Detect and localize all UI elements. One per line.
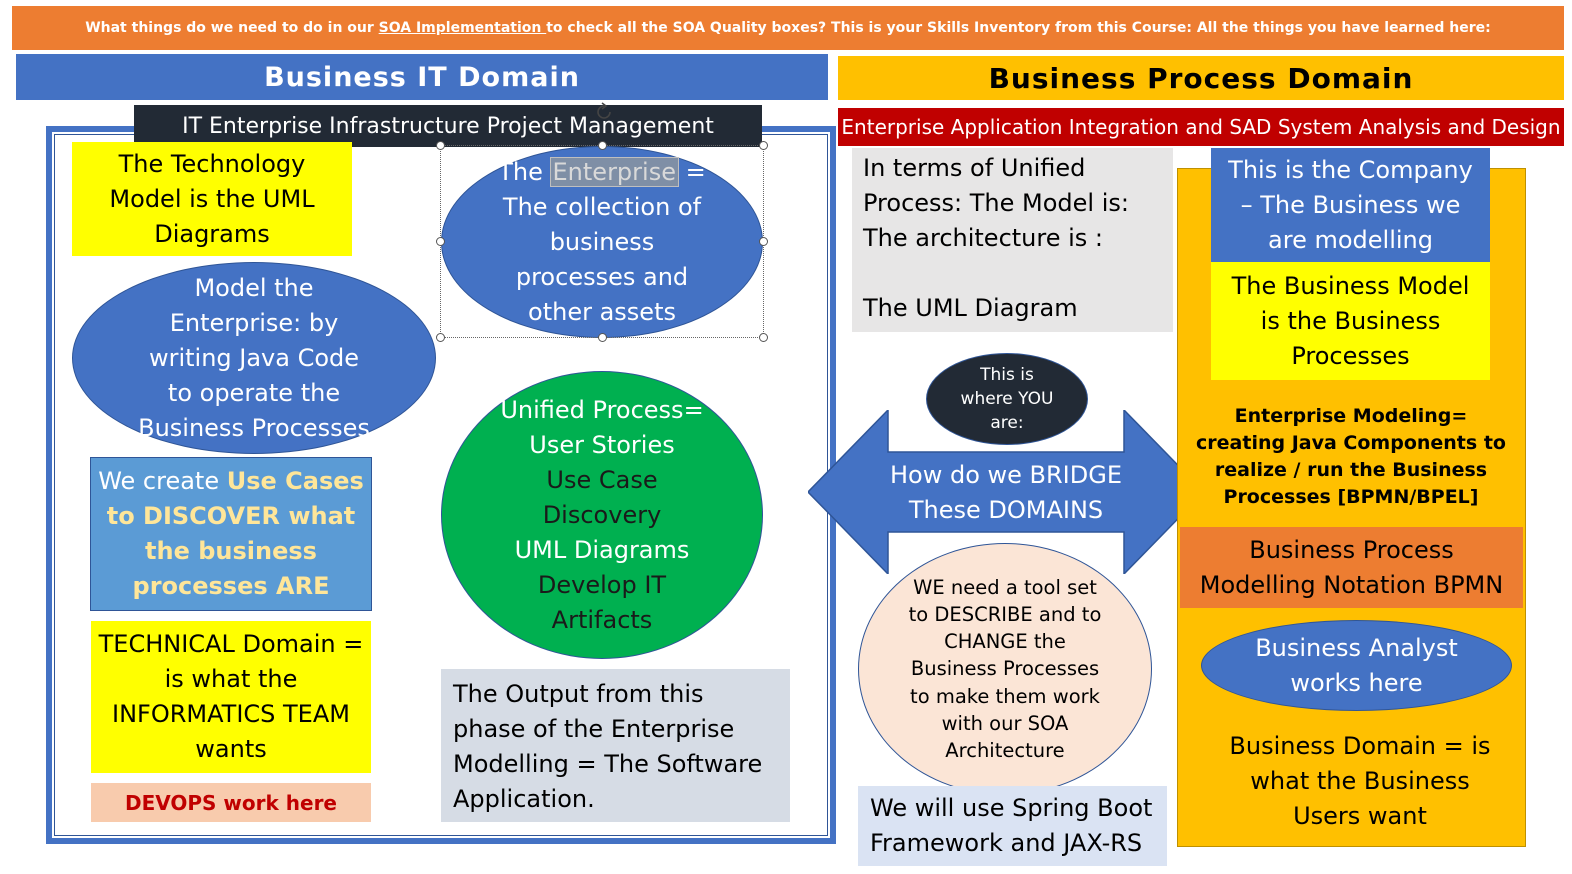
use-cases-box: We create Use Cases to DISCOVER what the…: [90, 457, 372, 611]
bridge-double-arrow: [808, 410, 1204, 574]
resize-handle[interactable]: [436, 237, 445, 246]
bridge-text: How do we BRIDGE These DOMAINS: [889, 461, 1123, 524]
company-box: This is the Company – The Business we ar…: [1211, 148, 1490, 262]
technical-domain-box: TECHNICAL Domain = is what the INFORMATI…: [91, 621, 371, 773]
resize-handle[interactable]: [436, 141, 445, 150]
resize-handle[interactable]: [598, 141, 607, 150]
enterprise-modeling-text: Enterprise Modeling= creating Java Compo…: [1196, 405, 1506, 508]
selection-box[interactable]: [436, 141, 768, 342]
resize-handle[interactable]: [436, 333, 445, 342]
banner-link[interactable]: SOA Implementation: [378, 20, 547, 36]
rotate-handle-icon[interactable]: [594, 102, 614, 122]
resize-handle[interactable]: [759, 141, 768, 150]
output-box: The Output from this phase of the Enterp…: [441, 669, 790, 822]
top-banner: What things do we need to do in our SOA …: [12, 6, 1564, 50]
eai-sad-bar: Enterprise Application Integration and S…: [838, 108, 1564, 146]
business-domain-text: Business Domain = is what the Business U…: [1229, 731, 1491, 830]
tool-set-ellipse: WE need a tool set to DESCRIBE and to CH…: [858, 543, 1152, 795]
technology-model-box: The Technology Model is the UML Diagrams: [72, 142, 352, 256]
business-model-box: The Business Model is the Business Proce…: [1211, 262, 1490, 380]
business-it-domain-heading: Business IT Domain: [16, 54, 828, 100]
unified-terms-box: In terms of Unified Process: The Model i…: [852, 148, 1173, 332]
you-are-here-ellipse: This is where YOU are:: [926, 353, 1088, 445]
unified-process-ellipse: Unified Process= User Stories Use Case D…: [441, 371, 763, 659]
banner-text: What things do we need to do in our SOA …: [85, 20, 1491, 36]
selected-word[interactable]: Enterprise: [549, 156, 679, 187]
enterprise-ellipse[interactable]: The Enterprise = The collection of busin…: [441, 146, 763, 338]
devops-label: DEVOPS work here: [91, 783, 371, 822]
resize-handle[interactable]: [759, 333, 768, 342]
resize-handle[interactable]: [598, 333, 607, 342]
it-infrastructure-bar: IT Enterprise Infrastructure Project Man…: [134, 105, 762, 147]
spring-boot-box: We will use Spring Boot Framework and JA…: [858, 786, 1167, 866]
bpmn-box: Business Process Modelling Notation BPMN: [1180, 527, 1523, 608]
model-enterprise-ellipse: Model the Enterprise: by writing Java Co…: [72, 262, 436, 454]
business-analyst-ellipse: Business Analyst works here: [1201, 620, 1512, 711]
business-process-domain-heading: Business Process Domain: [838, 56, 1564, 100]
resize-handle[interactable]: [759, 237, 768, 246]
